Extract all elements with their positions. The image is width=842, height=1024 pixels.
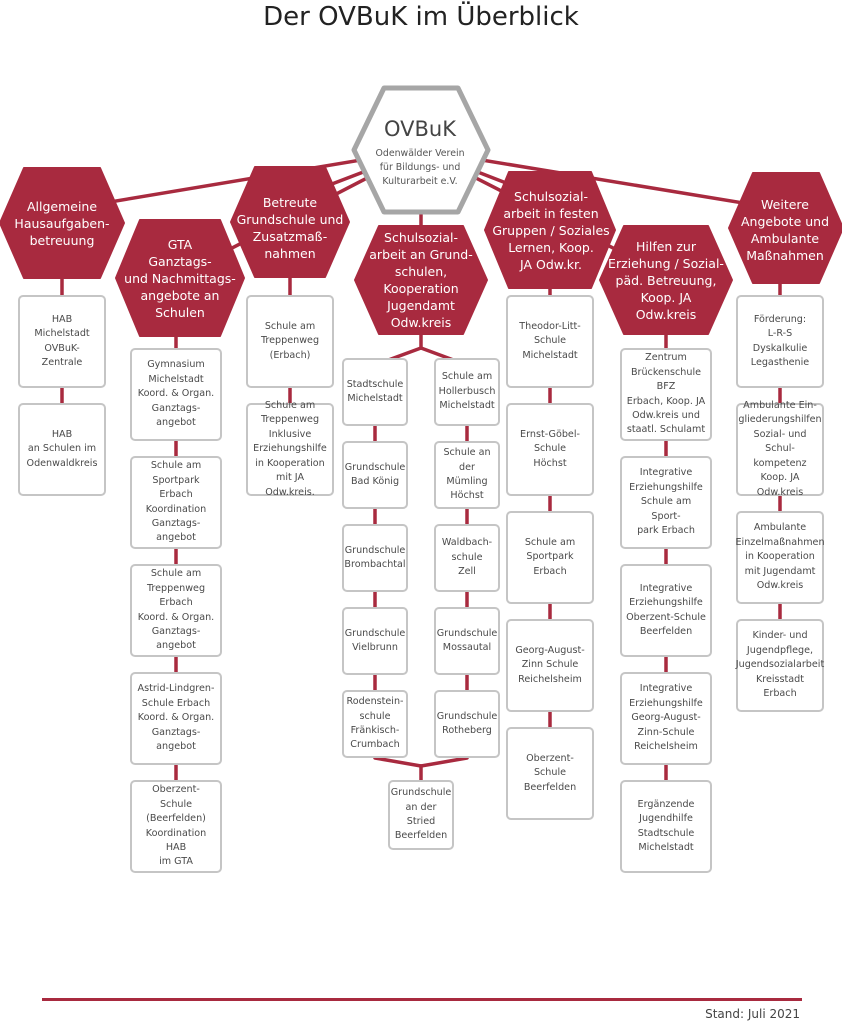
hex-schulsozialarbeit-gruppen bbox=[484, 171, 616, 289]
card-treppenweg-erbach-gta: Schule am Treppenweg Erbach Koord. & Org… bbox=[130, 564, 222, 657]
card-ie-sportpark: Integrative Erziehungshilfe Schule am Sp… bbox=[620, 456, 712, 549]
branch-label-hab: Allgemeine Hausaufgaben- betreuung bbox=[14, 198, 110, 248]
root-hexagon bbox=[351, 85, 491, 215]
root-subtitle: Odenwälder Verein für Bildungs- und Kult… bbox=[375, 148, 465, 187]
card-jugendpflege: Kinder- und Jugendpflege, Jugendsozialar… bbox=[736, 619, 824, 712]
card-einzelmassnahmen: Ambulante Einzelmaßnahmen in Kooperation… bbox=[735, 511, 825, 604]
card-ernst-goebel: Ernst-Göbel- Schule Höchst bbox=[506, 403, 594, 496]
card-treppenweg-inklusive: Schule am Treppenweg Inklusive Erziehung… bbox=[246, 400, 334, 498]
card-gs-rotheberg: Grundschule Rotheberg bbox=[434, 690, 500, 758]
hex-schulsozialarbeit-grundschulen bbox=[354, 225, 488, 335]
hex-hab bbox=[0, 167, 125, 279]
card-theodor-litt: Theodor-Litt- Schule Michelstadt bbox=[506, 295, 594, 388]
card-gs-stried: Grundschule an der Stried Beerfelden bbox=[388, 780, 454, 850]
root-title: OVBuK bbox=[383, 117, 456, 141]
card-gs-brombachtal: Grundschule Brombachtal bbox=[342, 524, 408, 592]
page-title: Der OVBuK im Überblick bbox=[263, 2, 579, 32]
card-foerderung: Förderung: L-R-S Dyskalkulie Legasthenie bbox=[736, 295, 824, 388]
card-ergaenzende-jugendhilfe: Ergänzende Jugendhilfe Stadtschule Miche… bbox=[620, 780, 712, 873]
hex-gta bbox=[115, 219, 245, 337]
card-hollerbusch: Schule am Hollerbusch Michelstadt bbox=[434, 358, 500, 426]
card-oberzent-beerfelden: Oberzent- Schule Beerfelden bbox=[506, 727, 594, 820]
card-ie-oberzent: Integrative Erziehungshilfe Oberzent-Sch… bbox=[620, 564, 712, 657]
branch-label-weitere-angebote: Weitere Angebote und Ambulante Maßnahmen bbox=[740, 197, 830, 263]
branch-label-hilfen-erziehung: Hilfen zur Erziehung / Sozial- päd. Betr… bbox=[608, 238, 724, 322]
card-waldbachschule: Waldbach- schule Zell bbox=[434, 524, 500, 592]
conn-c4-join-right bbox=[419, 756, 469, 768]
hex-hilfen-erziehung bbox=[599, 225, 733, 335]
card-rodensteinschule: Rodenstein- schule Fränkisch- Crumbach bbox=[342, 690, 408, 758]
footer-stand: Stand: Juli 2021 bbox=[705, 1007, 800, 1021]
card-hab-schulen: HAB an Schulen im Odenwaldkreis bbox=[18, 403, 106, 496]
card-muemling-hoechst: Schule an der Mümling Höchst bbox=[434, 441, 500, 509]
branch-label-schulsozialarbeit-grundschulen: Schulsozial- arbeit an Grund- schulen, K… bbox=[369, 230, 473, 330]
conn-c4-join-left bbox=[373, 756, 423, 768]
card-gs-mossautal: Grundschule Mossautal bbox=[434, 607, 500, 675]
branch-label-schulsozialarbeit-gruppen: Schulsozial- arbeit in festen Gruppen / … bbox=[492, 188, 610, 272]
footer-line bbox=[42, 998, 802, 1001]
card-brueckenschule: Zentrum Brückenschule BFZ Erbach, Koop. … bbox=[620, 348, 712, 441]
card-oberzent-gta: Oberzent- Schule (Beerfelden) Koordinati… bbox=[130, 780, 222, 873]
hex-weitere-angebote bbox=[728, 172, 842, 284]
hex-betreute-grundschule bbox=[230, 166, 350, 278]
card-sportpark-erbach: Schule am Sportpark Erbach bbox=[506, 511, 594, 604]
branch-label-gta: GTA Ganztags- und Nachmittags- angebote … bbox=[124, 236, 236, 320]
card-hab-michelstadt: HAB Michelstadt OVBuK- Zentrale bbox=[18, 295, 106, 388]
branch-label-betreute-grundschule: Betreute Grundschule und Zusatzmaß- nahm… bbox=[236, 195, 344, 261]
card-stadtschule-michelstadt: Stadtschule Michelstadt bbox=[342, 358, 408, 426]
card-gs-bad-koenig: Grundschule Bad König bbox=[342, 441, 408, 509]
card-ie-georg-august-zinn: Integrative Erziehungshilfe Georg-August… bbox=[620, 672, 712, 765]
card-eingliederungshilfen: Ambulante Ein- gliederungshilfen Sozial-… bbox=[736, 400, 824, 498]
card-gymnasium-michelstadt: Gymnasium Michelstadt Koord. & Organ. Ga… bbox=[130, 348, 222, 441]
card-gs-vielbrunn: Grundschule Vielbrunn bbox=[342, 607, 408, 675]
card-astrid-lindgren: Astrid-Lindgren- Schule Erbach Koord. & … bbox=[130, 672, 222, 765]
card-sportpark-erbach-gta: Schule am Sportpark Erbach Koordination … bbox=[130, 456, 222, 549]
card-georg-august-zinn: Georg-August- Zinn Schule Reichelsheim bbox=[506, 619, 594, 712]
card-treppenweg: Schule am Treppenweg (Erbach) bbox=[246, 295, 334, 388]
